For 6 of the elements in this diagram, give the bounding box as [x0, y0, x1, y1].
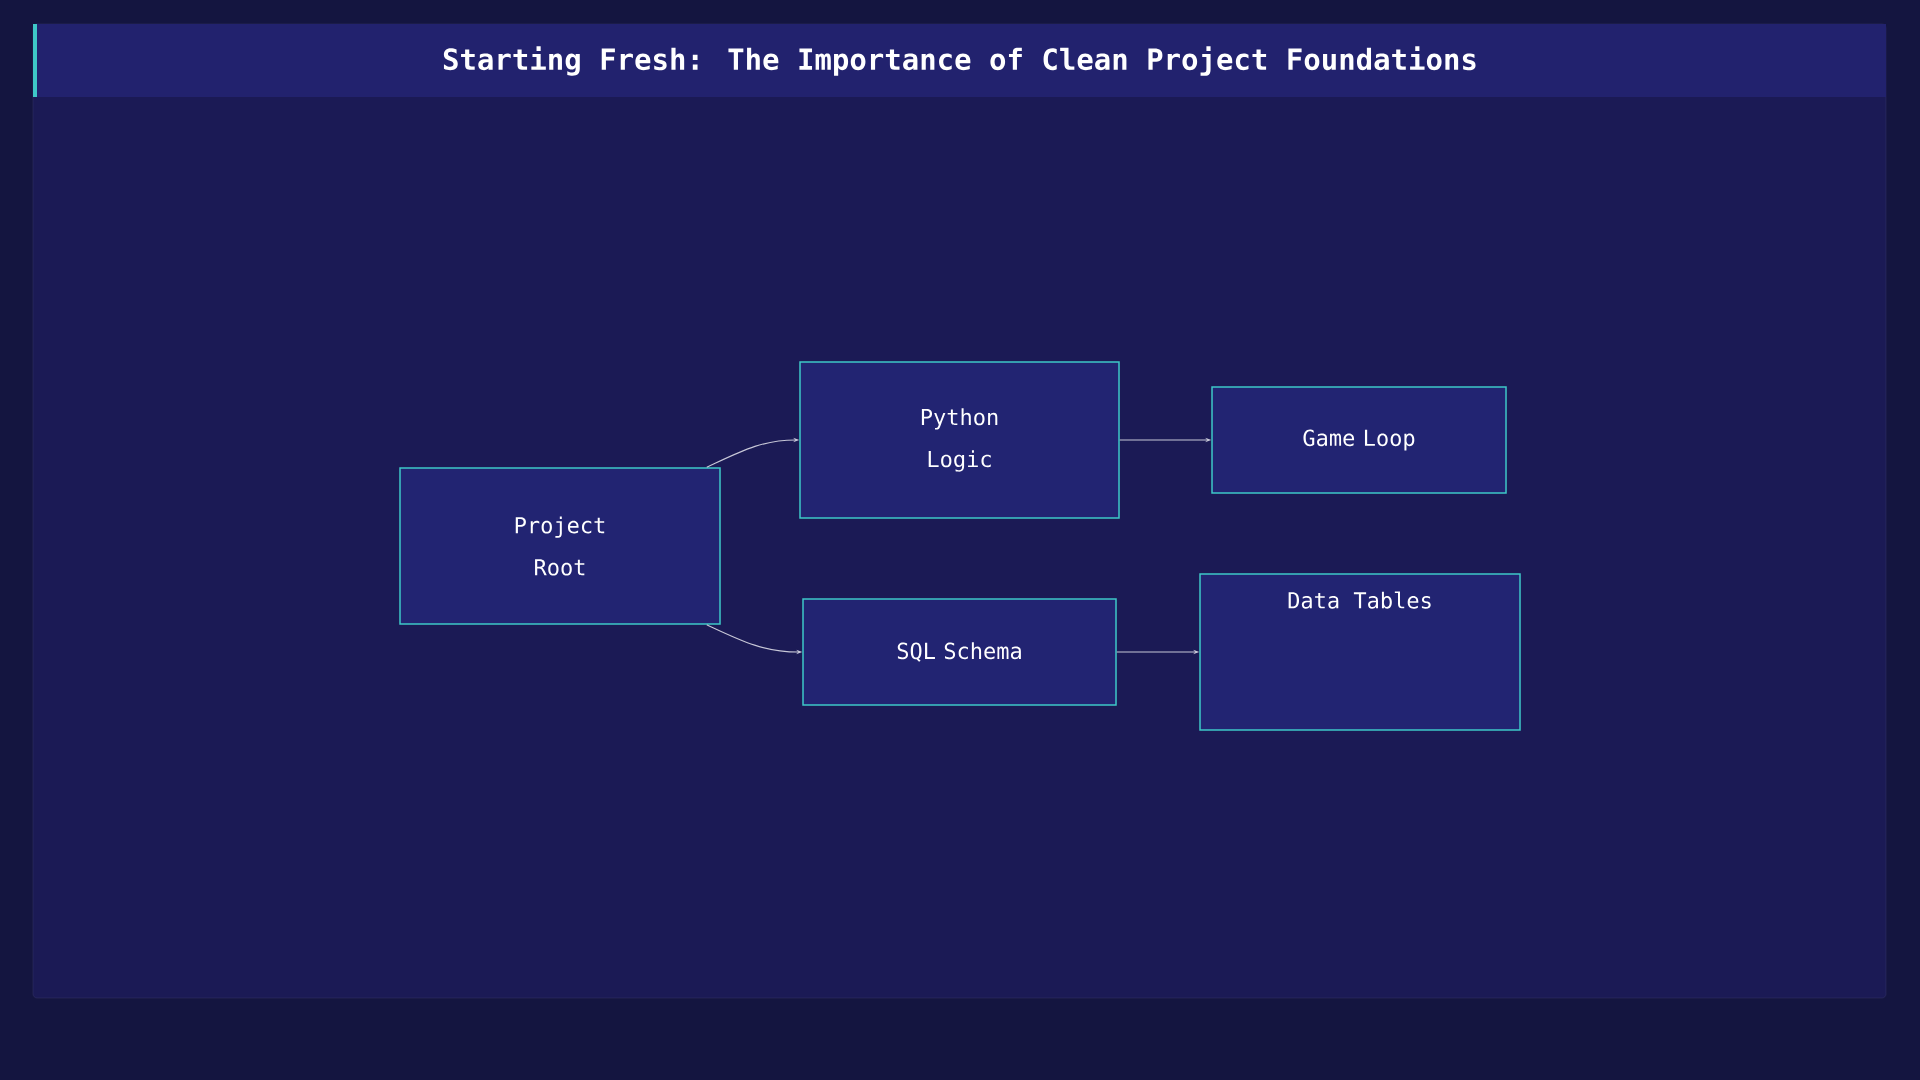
title-bar: Starting Fresh: The Importance of Clean Project Foundations — [33, 24, 1886, 97]
process-box: Python Logic — [799, 361, 1120, 519]
process-box: Project Root — [399, 467, 721, 625]
process-box: Data Tables — [1199, 573, 1521, 731]
process-box: SQL Schema — [802, 598, 1117, 706]
process-box: Game Loop — [1211, 386, 1507, 494]
